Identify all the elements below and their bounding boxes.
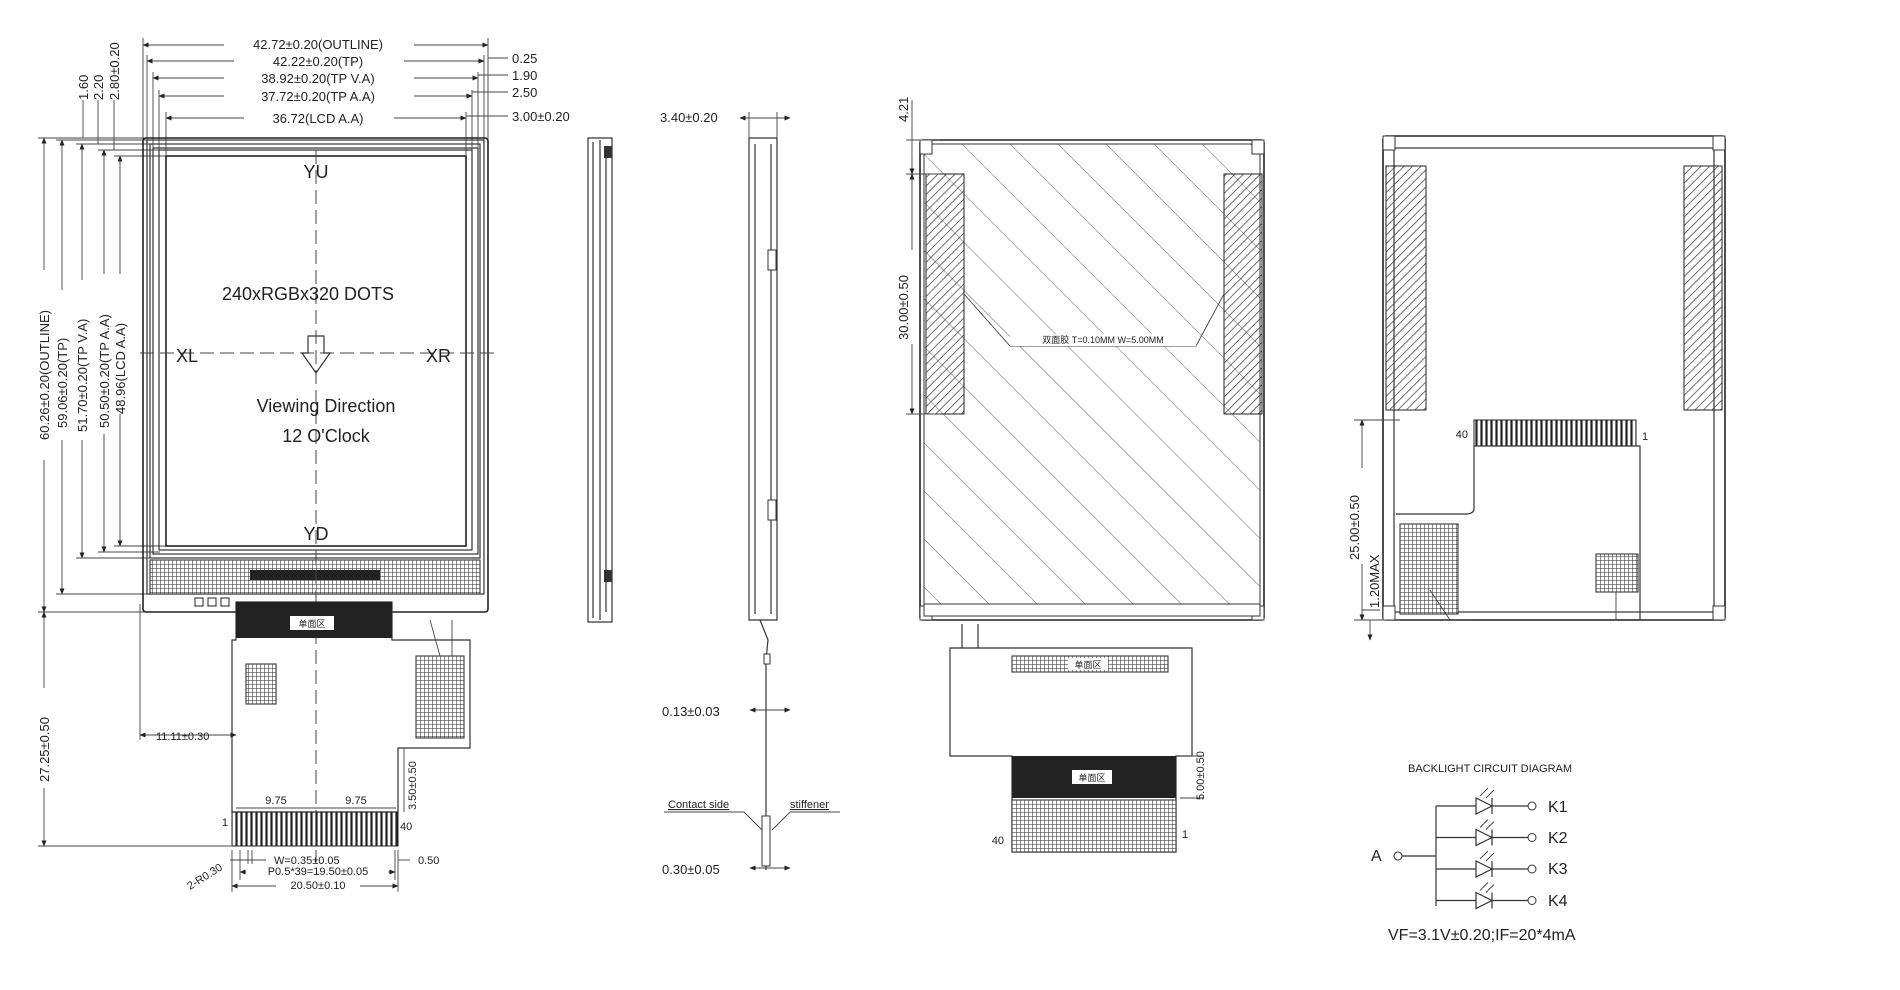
led-row [1436,787,1537,815]
dim-tp-va-height: 51.70±0.20(TP V.A) [75,319,90,432]
dim-tp-aa-width: 37.72±0.20(TP A.A) [261,89,375,104]
tape-note: 双面胶 T=0.10MM W=5.00MM [1042,334,1164,345]
dim-fpc-thickness: 0.30±0.05 [662,862,720,877]
front-pin-last: 40 [400,821,412,833]
dim-fold-height: 25.00±0.50 [1347,495,1362,560]
front-pin-first: 1 [222,817,228,829]
dim-pin-pitch: P0.5*39=19.50±0.05 [268,866,369,878]
stiffener-label: stiffener [790,799,829,811]
label-yd: YD [303,524,328,544]
front-view: 42.72±0.20(OUTLINE) 42.22±0.20(TP) 38.92… [36,35,570,893]
front-center-axes: YU YD XL XR 240xRGBx320 DOTS Viewing Dir… [140,150,500,870]
resolution-label: 240xRGBx320 DOTS [222,284,394,304]
front-left-height-dimensions: 60.26±0.20(OUTLINE) 59.06±0.20(TP) 51.70… [36,137,166,613]
front-fpc: 单面区 1 40 [222,601,471,847]
dim-tp-aa-height: 50.50±0.20(TP A.A) [97,314,112,428]
fold-pin-first: 1 [1642,431,1648,443]
dim-pin-span: 20.50±0.10 [291,880,346,892]
dim-top-gap: 4.21 [896,97,911,122]
cathode-k2-label: K2 [1548,830,1568,847]
contact-side-label: Contact side [668,799,729,811]
side-view-left [587,137,613,623]
fold-pin-last: 40 [1456,429,1468,441]
dim-stiffener-height: 5.00±0.50 [1195,751,1207,800]
clock-label: 12 O'Clock [282,426,370,446]
dim-outline-height: 60.26±0.20(OUTLINE) [37,310,52,440]
dim-max-height: 1.20MAX [1367,554,1382,608]
backlight-circuit: BACKLIGHT CIRCUIT DIAGRAM A K1 K2 K3 K4 … [1371,763,1576,944]
back-fpc-view: 40 1 25.00±0.50 1.20MAX [1347,135,1726,641]
viewing-direction-label: Viewing Direction [257,396,396,416]
front-fpc-stamp: 单面区 [298,618,325,629]
dim-fpc-offset: 11.11±0.30 [156,731,209,743]
dim-tp-width: 42.22±0.20(TP) [273,54,363,69]
dim-tape-height: 30.00±0.50 [896,275,911,340]
label-yu: YU [303,162,328,182]
front-left-small-dimensions: 1.60 2.20 2.80±0.20 [76,42,122,150]
cathode-k1-label: K1 [1548,799,1568,816]
cathode-k4-label: K4 [1548,893,1568,910]
back-view: 双面胶 T=0.10MM W=5.00MM 4.21 30.00±0.50 单面… [896,97,1265,853]
dim-160: 1.60 [76,75,91,100]
label-xr: XR [426,346,451,366]
dim-pin-offset: 0.50 [418,855,439,867]
back-pin-first: 1 [1182,829,1188,841]
dim-corner-radius: 2-R0.30 [185,862,225,893]
led-row [1436,882,1537,910]
dim-pin-left-half: 9.75 [265,795,286,807]
backlight-spec: VF=3.1V±0.20;IF=20*4mA [1388,927,1576,944]
backlight-title: BACKLIGHT CIRCUIT DIAGRAM [1408,763,1572,775]
dim-offset-250: 2.50 [512,85,537,100]
dim-film-thickness: 0.13±0.03 [662,704,720,719]
led-row [1436,850,1537,878]
dim-offset-300: 3.00±0.20 [512,109,570,124]
dim-fpc-length: 27.25±0.50 [37,717,52,782]
led-row [1436,819,1537,847]
dim-outline-width: 42.72±0.20(OUTLINE) [253,37,383,52]
dim-280: 2.80±0.20 [107,42,122,100]
back-fpc-stamp: 单面区 [1074,659,1101,670]
cathode-k3-label: K3 [1548,861,1568,878]
dim-tp-va-width: 38.92±0.20(TP V.A) [261,71,374,86]
dim-offset-025: 0.25 [512,51,537,66]
back-pin-last: 40 [992,835,1004,847]
dim-pin-right-half: 9.75 [345,795,366,807]
dim-220: 2.20 [91,75,106,100]
dim-lcd-aa-width: 36.72(LCD A.A) [272,111,363,126]
dim-tp-height: 59.06±0.20(TP) [55,338,70,428]
front-fpc-dimensions: 27.25±0.50 11.11±0.30 3.50±0.50 9.75 9.7… [36,604,439,893]
anode-label: A [1371,848,1382,865]
dim-fpc-tail: 3.50±0.50 [407,761,419,810]
dim-module-thickness: 3.40±0.20 [660,110,718,125]
dim-offset-190: 1.90 [512,68,537,83]
dim-lcd-aa-height: 48.96(LCD A.A) [113,323,128,414]
front-top-dimensions: 42.72±0.20(OUTLINE) 42.22±0.20(TP) 38.92… [142,35,570,155]
side-view-right: 3.40±0.20 0.13±0.03 0.30±0.05 Contact si… [660,110,840,877]
label-xl: XL [176,346,198,366]
back-fpc-stamp-lower: 单面区 [1078,772,1105,783]
